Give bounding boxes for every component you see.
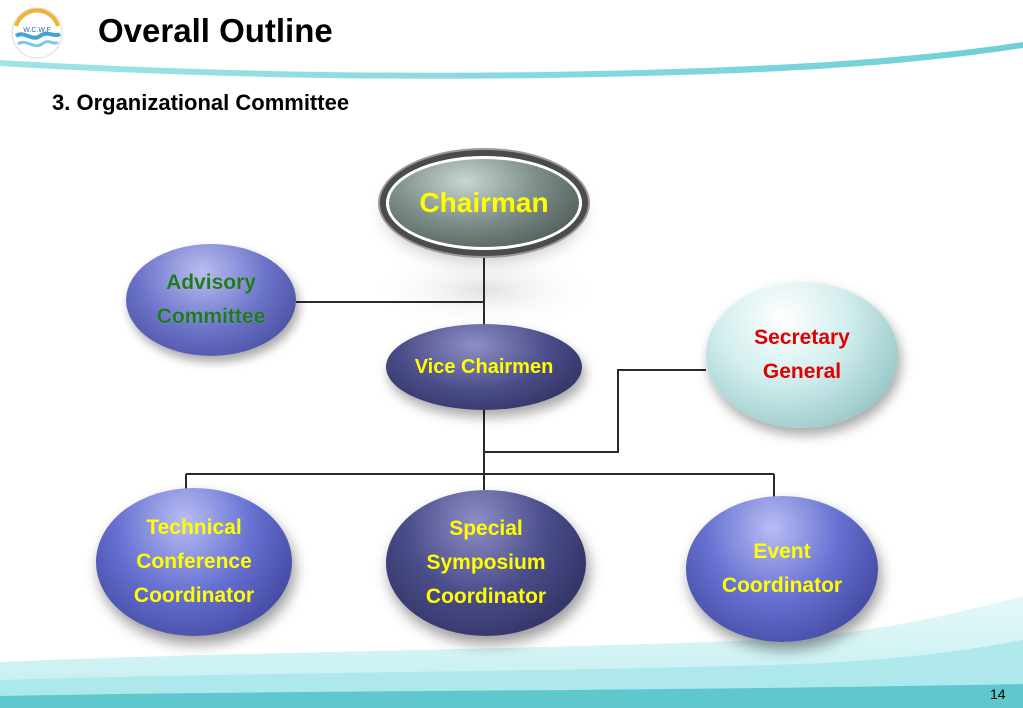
special-line-3: Coordinator	[425, 585, 547, 608]
advisory-line-2: Committee	[156, 305, 266, 328]
advisory-line-1: Advisory	[166, 271, 256, 294]
vice-chairmen-label: Vice Chairmen	[414, 356, 554, 378]
secretary-general-node: Secretary General	[706, 282, 898, 428]
vice-chairmen-node: Vice Chairmen	[386, 324, 582, 410]
header-wave	[0, 42, 1023, 79]
page-number: 14	[990, 686, 1006, 702]
advisory-committee-node: Advisory Committee	[126, 244, 296, 356]
footer-wave-dark	[0, 684, 1023, 708]
technical-line-2: Conference	[136, 550, 252, 573]
technical-conference-coordinator-node: Technical Conference Coordinator	[96, 488, 292, 636]
secretary-line-2: General	[762, 360, 842, 383]
logo-text: W.C.W.F	[23, 27, 51, 34]
chairman-label: Chairman	[419, 187, 549, 218]
event-line-2: Coordinator	[721, 574, 843, 597]
special-line-2: Symposium	[426, 551, 546, 574]
event-line-1: Event	[753, 540, 811, 563]
special-symposium-coordinator-node: Special Symposium Coordinator	[386, 490, 586, 636]
special-line-1: Special	[449, 517, 523, 540]
section-subtitle: 3. Organizational Committee	[52, 90, 350, 115]
secretary-line-1: Secretary	[754, 326, 850, 349]
event-coordinator-node: Event Coordinator	[686, 496, 878, 642]
page-title: Overall Outline	[98, 12, 333, 49]
technical-line-3: Coordinator	[133, 584, 255, 607]
wcwf-logo: W.C.W.F	[11, 7, 63, 59]
chairman-node: Chairman	[386, 156, 582, 250]
technical-line-1: Technical	[146, 516, 242, 539]
